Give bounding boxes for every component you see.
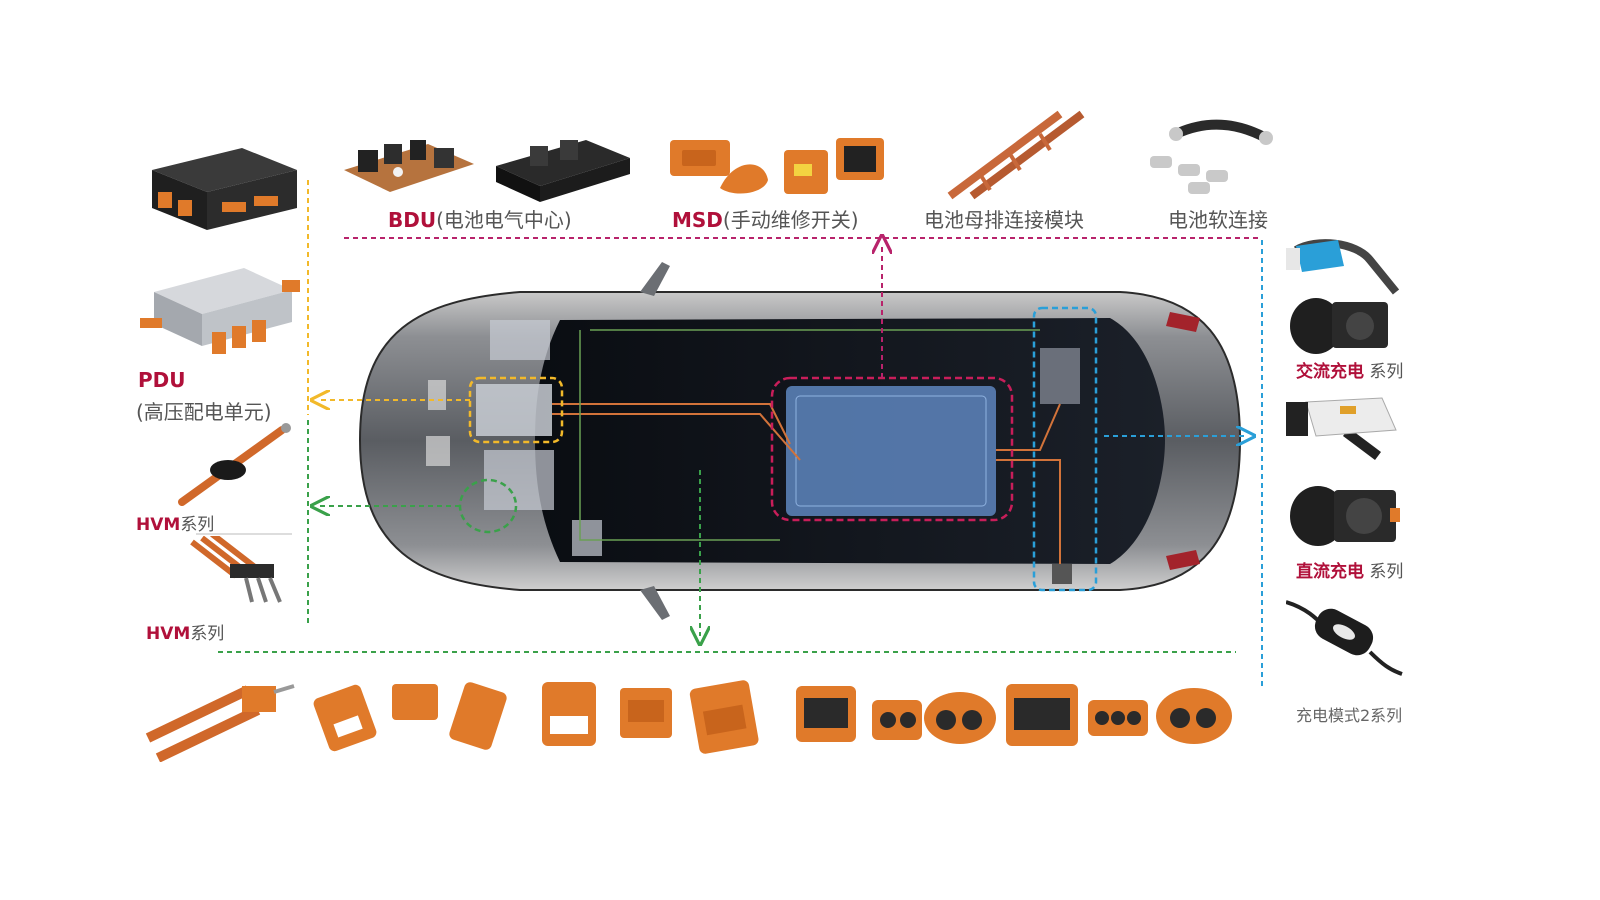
soft-connection-label: 电池软连接: [1168, 208, 1268, 232]
ac-brand: 交流充电: [1296, 362, 1364, 382]
msd-label: MSD(手动维修开关): [672, 204, 859, 233]
electric-car-topview-icon: [358, 262, 1242, 620]
hvm1-suffix: 系列: [180, 515, 215, 535]
copper-busbar-icon: [947, 110, 1085, 200]
pdu-brand: PDU: [138, 368, 186, 392]
hvm2-brand: HVM: [146, 624, 191, 644]
hvm-label-2: HVM系列: [146, 619, 224, 644]
bottom-connector-5-icon: [1006, 684, 1232, 746]
hvm-label-1: HVM系列: [136, 510, 214, 535]
mode2-charging-box-icon: [1286, 600, 1403, 676]
msd-switch-icon: [670, 138, 884, 194]
ac-suffix: 系列: [1364, 362, 1404, 382]
hvm-cable-connector-icon: [178, 423, 291, 506]
msd-brand: MSD: [672, 208, 723, 232]
bottom-connector-4-icon: [796, 686, 996, 744]
bottom-connector-3-icon: [542, 680, 759, 754]
hvm1-brand: HVM: [136, 515, 181, 535]
bdu-desc: (电池电气中心): [436, 208, 572, 232]
hvm-pin-connector-icon: [190, 536, 282, 603]
dc-charging-socket-icon: [1290, 486, 1400, 546]
soft-connector-icon: [1150, 119, 1273, 194]
dc-charging-gun-icon: [1286, 397, 1397, 460]
dc-brand: 直流充电: [1296, 562, 1364, 582]
mode2-label: 充电模式2系列: [1296, 706, 1403, 725]
ac-charging-label: 交流充电 系列: [1296, 357, 1403, 382]
bdu-black-module-icon: [496, 140, 630, 202]
dc-suffix: 系列: [1364, 562, 1404, 582]
pdu-silver-box-icon: [140, 268, 300, 354]
bdu-circuit-board-icon: [344, 140, 474, 192]
bottom-connector-2-icon: [313, 682, 507, 752]
ac-charging-gun-icon: [1286, 239, 1400, 295]
ac-charging-socket-icon: [1290, 298, 1388, 354]
bottom-connector-1-icon: [145, 684, 295, 762]
dc-charging-label: 直流充电 系列: [1296, 557, 1403, 582]
busbar-label: 电池母排连接模块: [924, 208, 1084, 232]
msd-desc: (手动维修开关): [722, 208, 859, 232]
pdu-desc: (高压配电单元): [136, 400, 272, 424]
pdu-black-box-icon: [152, 148, 297, 230]
bdu-brand: BDU: [388, 208, 437, 232]
bdu-label: BDU(电池电气中心): [388, 204, 572, 233]
hvm2-suffix: 系列: [190, 624, 225, 644]
